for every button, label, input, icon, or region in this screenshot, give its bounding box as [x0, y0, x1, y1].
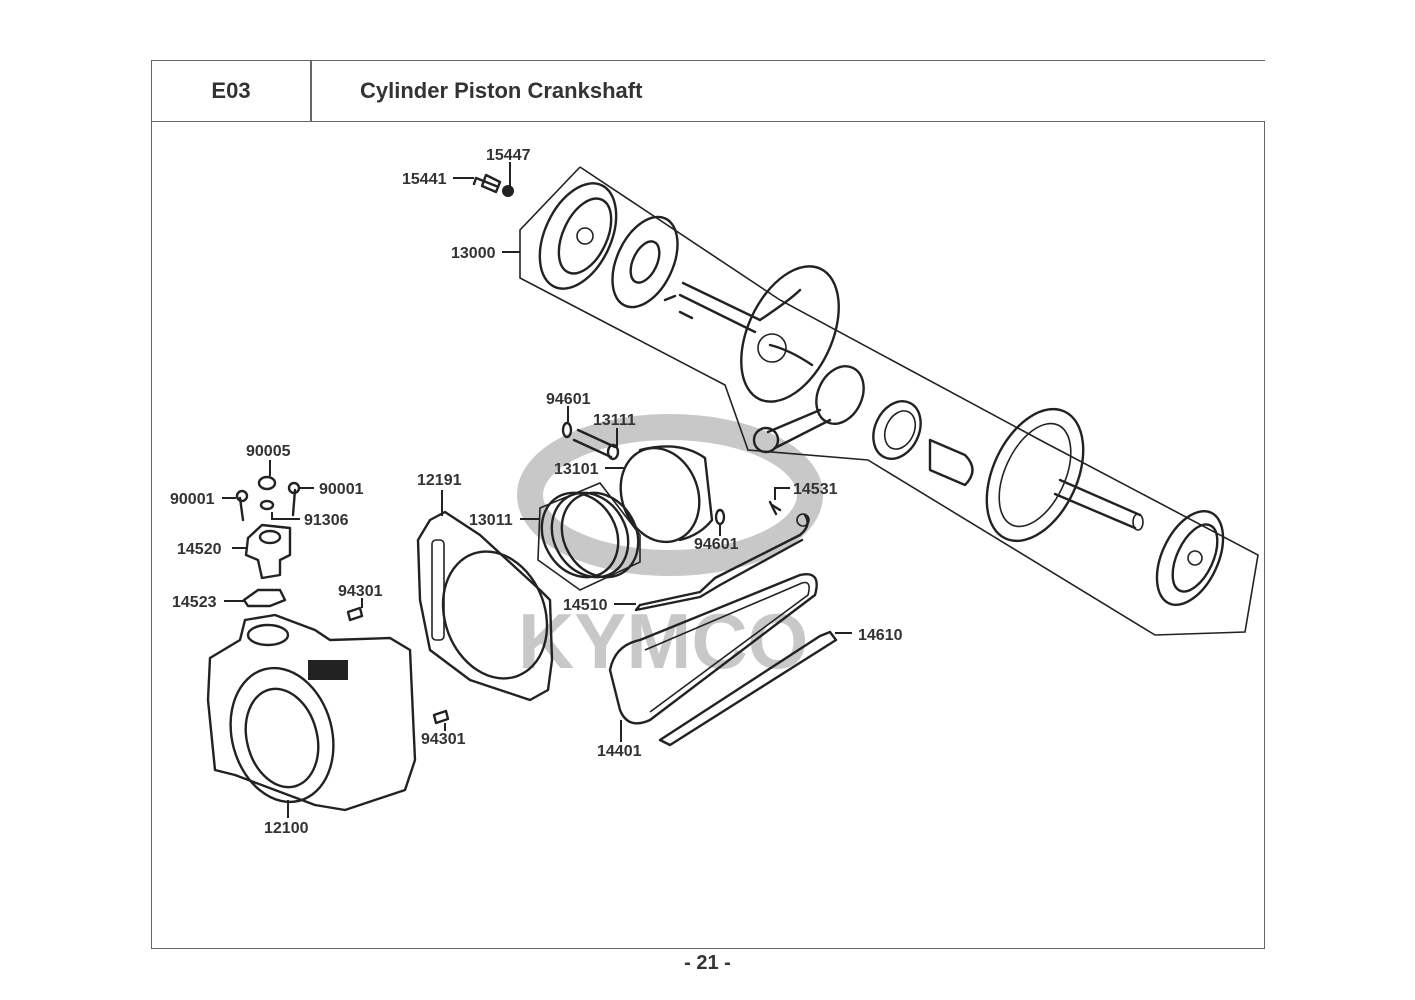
page-title: Cylinder Piston Crankshaft — [360, 78, 643, 103]
oil-seal — [611, 215, 679, 309]
tensioner-arm-shape — [634, 513, 810, 612]
bearing-right — [1155, 509, 1225, 607]
part-label: 91306 — [304, 512, 349, 529]
part-label: 94601 — [694, 536, 739, 553]
part-labels: 15441 15447 13000 94601 13111 13101 1301… — [170, 147, 903, 837]
crankshaft-group-outline — [519, 166, 1259, 636]
part-label: 12191 — [417, 472, 462, 489]
part-label: 13011 — [469, 512, 513, 529]
part-label: 14510 — [563, 597, 608, 614]
clip-bottom — [714, 508, 726, 526]
watermark-ring — [517, 414, 823, 576]
crank-pin — [928, 438, 974, 487]
part-label: 14523 — [172, 594, 217, 611]
cylinder-shape — [206, 613, 417, 812]
piston-pin-shape — [572, 428, 620, 461]
tensioner-gasket-shape — [242, 588, 287, 608]
part-label: 13000 — [451, 245, 496, 262]
part-label: 94301 — [421, 731, 466, 748]
crankshaft-left-half — [663, 265, 840, 403]
part-label: 90001 — [319, 481, 364, 498]
clip-top — [561, 421, 573, 439]
dowel-top — [346, 606, 364, 622]
tensioner-bolt-14531 — [768, 500, 782, 516]
top-border — [151, 60, 1265, 61]
dowel-bottom — [432, 709, 450, 725]
right-border — [1264, 121, 1265, 949]
bushing — [872, 400, 922, 460]
part-label: 14520 — [177, 541, 222, 558]
bearing-left — [538, 182, 618, 290]
part-label: 14401 — [597, 743, 642, 760]
watermark-logo: KYMCO — [517, 414, 823, 685]
bolt-15441 — [472, 173, 502, 194]
cam-chain-shape — [608, 573, 818, 725]
part-label: 15447 — [486, 147, 531, 164]
part-label: 90001 — [170, 491, 215, 508]
watermark-text: KYMCO — [518, 597, 808, 685]
ball-15447 — [502, 185, 514, 197]
connecting-rod — [752, 365, 865, 454]
part-label: 94601 — [546, 391, 591, 408]
tensioner-body — [244, 523, 292, 580]
part-label: 13111 — [593, 412, 636, 429]
tensioner-top-parts — [235, 475, 301, 522]
chain-guide-shape — [658, 630, 838, 747]
page-number: - 21 - — [684, 952, 731, 974]
part-label: 14610 — [858, 627, 903, 644]
header-divider — [151, 121, 1265, 122]
leader-lines — [222, 162, 852, 818]
part-label: 15441 — [402, 171, 447, 188]
part-label: 13101 — [554, 461, 599, 478]
crankshaft-right-half — [985, 407, 1144, 543]
piston-rings-shape — [537, 482, 641, 591]
part-label: 90005 — [246, 443, 291, 460]
section-code: E03 — [211, 78, 251, 103]
part-label: 14531 — [793, 481, 838, 498]
part-label: 12100 — [264, 820, 309, 837]
cylinder-gasket-shape — [416, 510, 554, 702]
part-label: 94301 — [338, 583, 383, 600]
